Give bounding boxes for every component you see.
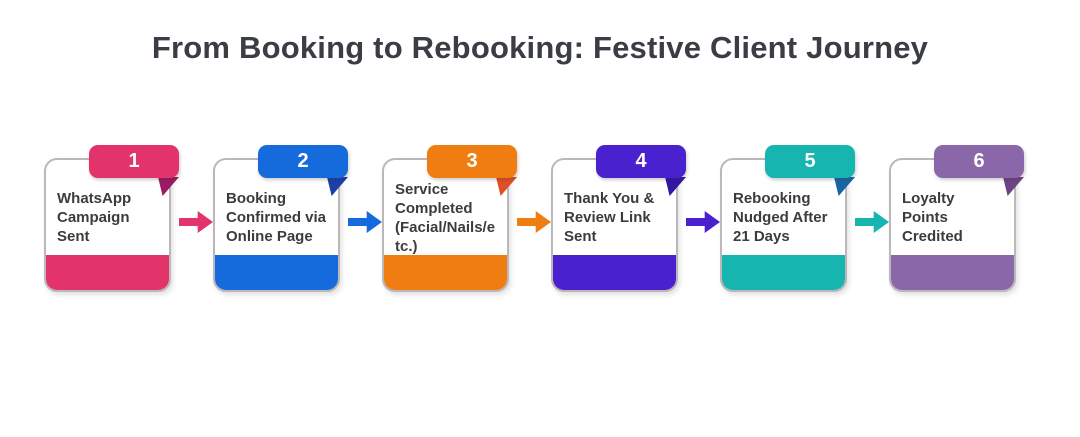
step-number: 6 xyxy=(973,150,985,172)
step-color-bar xyxy=(215,255,338,290)
flow-arrow-icon xyxy=(686,211,720,233)
step-color-bar xyxy=(46,255,169,290)
page-title: From Booking to Rebooking: Festive Clien… xyxy=(151,30,929,65)
step-number-badge: 6 xyxy=(934,145,1024,178)
step-number-badge: 5 xyxy=(765,145,855,178)
step-color-bar xyxy=(553,255,676,290)
step-number-badge: 3 xyxy=(427,145,517,178)
journey-step-card-4: 4 Thank You & Review Link Sent xyxy=(551,145,686,295)
step-card-body: WhatsApp Campaign Sent xyxy=(44,158,171,292)
flow-arrow-icon xyxy=(348,211,382,233)
step-card-body: Service Completed (Facial/Nails/etc.) xyxy=(382,158,509,292)
step-card-body: Thank You & Review Link Sent xyxy=(551,158,678,292)
step-number-badge: 1 xyxy=(89,145,179,178)
journey-step-card-3: 3 Service Completed (Facial/Nails/etc.) xyxy=(382,145,517,295)
step-label: Service Completed (Facial/Nails/etc.) xyxy=(395,180,496,255)
step-label: WhatsApp Campaign Sent xyxy=(57,190,132,245)
step-label: Booking Confirmed via Online Page xyxy=(226,190,327,245)
step-label: Rebooking Nudged After 21 Days xyxy=(733,190,828,245)
step-card-body: Booking Confirmed via Online Page xyxy=(213,158,340,292)
step-color-bar xyxy=(384,255,507,290)
step-number: 3 xyxy=(466,150,478,172)
journey-step-card-6: 6 Loyalty Points Credited xyxy=(889,145,1024,295)
step-number-badge: 4 xyxy=(596,145,686,178)
step-card-body: Loyalty Points Credited xyxy=(889,158,1016,292)
step-number: 1 xyxy=(128,150,140,172)
step-color-bar xyxy=(891,255,1014,290)
flow-arrow-icon xyxy=(517,211,551,233)
step-number-badge: 2 xyxy=(258,145,348,178)
flow-arrow-icon xyxy=(855,211,889,233)
journey-step-card-1: 1 WhatsApp Campaign Sent xyxy=(44,145,179,295)
step-color-bar xyxy=(722,255,845,290)
step-number: 2 xyxy=(297,150,309,172)
flow-arrow-icon xyxy=(179,211,213,233)
step-number: 5 xyxy=(804,150,816,172)
journey-flow-row: 1 WhatsApp Campaign Sent 2 Booking Confi… xyxy=(44,145,1024,295)
step-card-body: Rebooking Nudged After 21 Days xyxy=(720,158,847,292)
journey-step-card-2: 2 Booking Confirmed via Online Page xyxy=(213,145,348,295)
step-number: 4 xyxy=(635,150,647,172)
step-label: Thank You & Review Link Sent xyxy=(564,190,655,245)
step-label: Loyalty Points Credited xyxy=(902,190,963,245)
journey-step-card-5: 5 Rebooking Nudged After 21 Days xyxy=(720,145,855,295)
